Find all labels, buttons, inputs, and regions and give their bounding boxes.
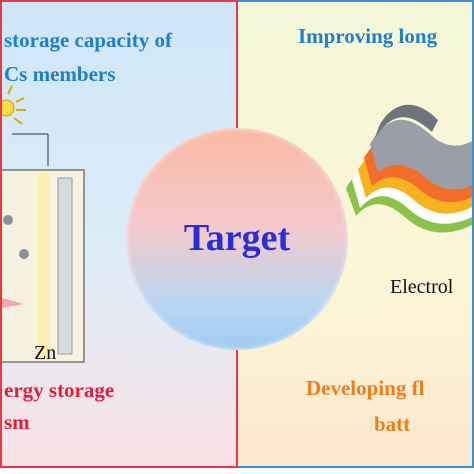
flexible-electrode-illustration bbox=[346, 104, 472, 233]
left-title-line2: Cs members bbox=[4, 62, 116, 86]
target-circle: Target bbox=[126, 128, 348, 350]
zn-anode bbox=[57, 177, 73, 355]
right-title: Improving long bbox=[298, 24, 438, 48]
battery-illustration bbox=[2, 85, 85, 363]
left-title-line1: storage capacity of bbox=[4, 28, 172, 52]
right-bottom-line2: batt bbox=[374, 412, 411, 436]
light-bulb-icon bbox=[2, 85, 26, 125]
anode-label: Zn bbox=[34, 342, 57, 364]
circuit-wire bbox=[12, 133, 49, 166]
flexible-layers-icon bbox=[346, 104, 472, 233]
ion-icon bbox=[19, 249, 29, 259]
separator bbox=[38, 172, 50, 360]
arrow-icon bbox=[2, 298, 24, 308]
left-bottom-line1: ergy storage bbox=[4, 378, 115, 402]
left-bottom-line2: sm bbox=[4, 410, 30, 434]
target-label: Target bbox=[183, 217, 291, 259]
electrode-label: Electrol bbox=[390, 276, 454, 298]
right-bottom-line1: Developing fl bbox=[306, 376, 425, 400]
ion-icon bbox=[3, 215, 13, 225]
